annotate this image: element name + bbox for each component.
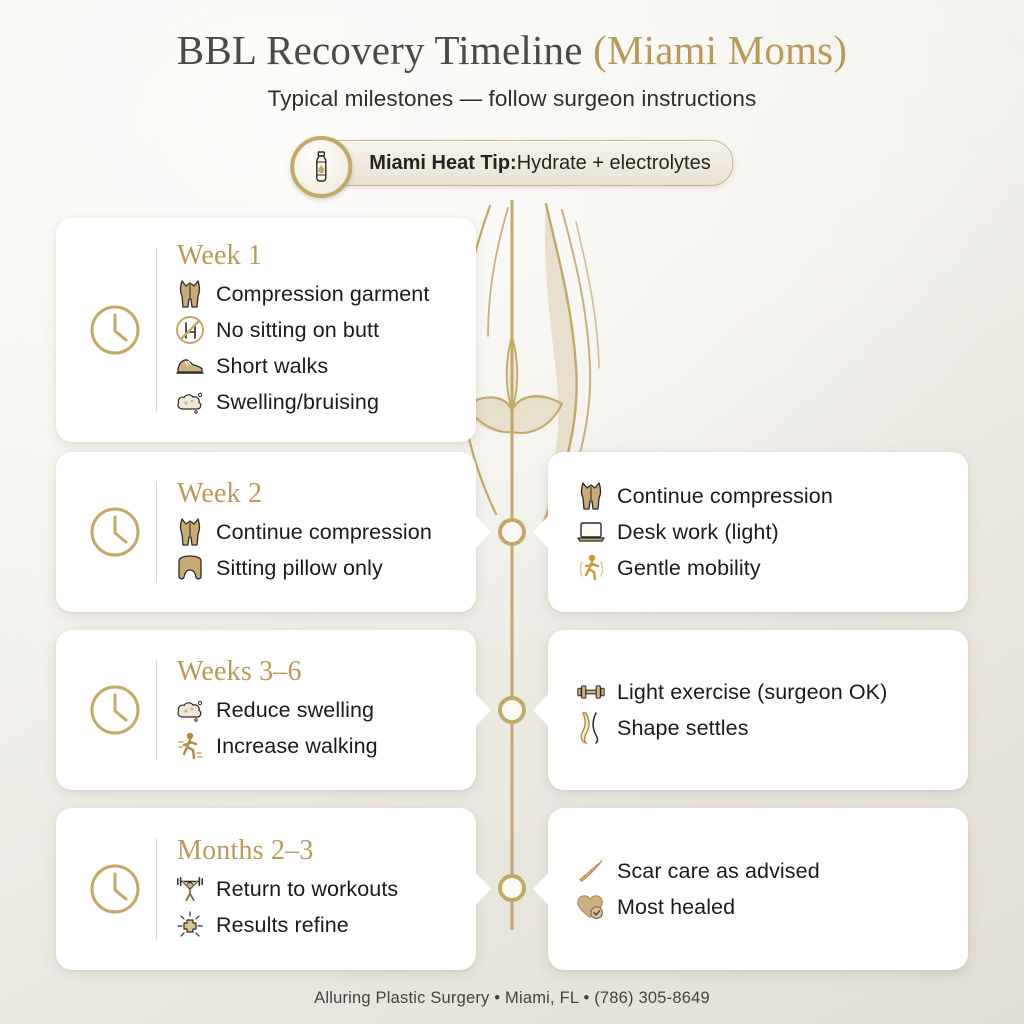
timeline-spine xyxy=(510,200,514,930)
tip-bar: Miami Heat Tip: Hydrate + electrolytes xyxy=(316,140,734,186)
timeline-node xyxy=(498,696,526,724)
page-title-accent: (Miami Moms) xyxy=(593,27,848,73)
heart-check-icon xyxy=(576,892,606,922)
stage-heading: Weeks 3–6 xyxy=(177,656,302,687)
list-item: Return to workouts xyxy=(175,874,460,904)
page-title: BBL Recovery Timeline (Miami Moms) xyxy=(0,26,1024,74)
timeline-card-right-week-2[interactable]: Continue compression Desk work (light) xyxy=(533,452,968,612)
tip-label-rest: Hydrate + electrolytes xyxy=(516,151,711,174)
list-item-label: Short walks xyxy=(216,353,329,378)
page-title-main: BBL Recovery Timeline xyxy=(176,27,594,73)
tip-label-bold: Miami Heat Tip: xyxy=(369,151,517,174)
compression-garment-icon xyxy=(175,517,205,547)
list-item: Light exercise (surgeon OK) xyxy=(576,677,952,707)
list-item: Continue compression xyxy=(175,517,460,547)
stage-heading: Months 2–3 xyxy=(177,835,314,866)
walking-person-icon xyxy=(576,553,606,583)
list-item: Compression garment xyxy=(175,279,460,309)
list-item: Results refine xyxy=(175,910,460,940)
list-item: Increase walking xyxy=(175,731,460,761)
timeline-card-left-weeks-3-6[interactable]: Weeks 3–6 Reduce swelling xyxy=(56,630,491,790)
no-sitting-icon xyxy=(175,315,205,345)
clock-icon xyxy=(74,466,156,598)
footer-contact: Alluring Plastic Surgery • Miami, FL • (… xyxy=(314,989,710,1007)
sneaker-icon xyxy=(175,351,205,381)
list-item: Swelling/bruising xyxy=(175,387,460,417)
list-item: Most healed xyxy=(576,892,952,922)
card-divider xyxy=(156,838,157,940)
stage-heading: Week 1 xyxy=(177,240,263,271)
list-item-label: Swelling/bruising xyxy=(216,389,380,414)
scar-care-icon xyxy=(576,856,606,886)
timeline-card-left-months-2-3[interactable]: Months 2–3 Return to workouts xyxy=(56,808,491,970)
timeline-card-right-months-2-3[interactable]: Scar care as advised Most healed xyxy=(533,808,968,970)
list-item-label: Results refine xyxy=(216,912,349,937)
laptop-icon xyxy=(576,517,606,547)
clock-icon xyxy=(74,232,156,428)
list-item: Gentle mobility xyxy=(576,553,952,583)
timeline-card-left-week-2[interactable]: Week 2 Continue compression xyxy=(56,452,491,612)
miami-heat-tip-banner: Miami Heat Tip: Hydrate + electrolytes xyxy=(290,136,734,198)
list-item-label: Continue compression xyxy=(617,483,833,508)
list-item: Sitting pillow only xyxy=(175,553,460,583)
list-item-label: No sitting on butt xyxy=(216,317,380,342)
compression-garment-icon xyxy=(576,481,606,511)
list-item-label: Compression garment xyxy=(216,281,430,306)
dumbbell-icon xyxy=(576,677,606,707)
card-pointer xyxy=(475,693,491,727)
curve-shape-icon xyxy=(576,712,606,744)
card-divider xyxy=(156,660,157,760)
stage-heading: Week 2 xyxy=(177,478,263,509)
list-item-label: Gentle mobility xyxy=(617,555,761,580)
list-item: Shape settles xyxy=(576,712,952,744)
list-item-label: Increase walking xyxy=(216,733,378,758)
list-item-label: Light exercise (surgeon OK) xyxy=(617,679,888,704)
card-pointer xyxy=(533,515,549,549)
swelling-cloud-icon xyxy=(175,695,205,725)
list-item: Scar care as advised xyxy=(576,856,952,886)
list-item: Continue compression xyxy=(576,481,952,511)
list-item-label: Shape settles xyxy=(617,715,749,740)
list-item-label: Return to workouts xyxy=(216,876,399,901)
timeline-card-left-week-1[interactable]: Week 1 Compression garment xyxy=(56,218,476,442)
list-item-label: Continue compression xyxy=(216,519,432,544)
timeline-node xyxy=(498,518,526,546)
timeline-node xyxy=(498,874,526,902)
swelling-cloud-icon xyxy=(175,387,205,417)
page-subtitle: Typical milestones — follow surgeon inst… xyxy=(267,86,757,111)
list-item-label: Scar care as advised xyxy=(617,858,820,883)
list-item-label: Sitting pillow only xyxy=(216,555,383,580)
card-pointer xyxy=(533,693,549,727)
water-bottle-icon xyxy=(290,136,353,198)
sitting-pillow-icon xyxy=(175,553,205,583)
clock-icon xyxy=(74,644,156,776)
card-pointer xyxy=(475,872,491,906)
timeline-card-right-weeks-3-6[interactable]: Light exercise (surgeon OK) Shape settle… xyxy=(533,630,968,790)
weightlifter-icon xyxy=(175,874,205,904)
list-item-label: Most healed xyxy=(617,894,736,919)
list-item: Short walks xyxy=(175,351,460,381)
card-divider xyxy=(156,482,157,582)
list-item-label: Desk work (light) xyxy=(617,519,779,544)
walking-person-icon xyxy=(175,731,205,761)
card-pointer xyxy=(533,872,549,906)
compression-garment-icon xyxy=(175,279,205,309)
list-item: Desk work (light) xyxy=(576,517,952,547)
list-item-label: Reduce swelling xyxy=(216,697,375,722)
card-divider xyxy=(156,248,157,412)
sparkle-plus-icon xyxy=(175,910,205,940)
list-item: No sitting on butt xyxy=(175,315,460,345)
card-pointer xyxy=(475,515,491,549)
list-item: Reduce swelling xyxy=(175,695,460,725)
clock-icon xyxy=(74,822,156,956)
